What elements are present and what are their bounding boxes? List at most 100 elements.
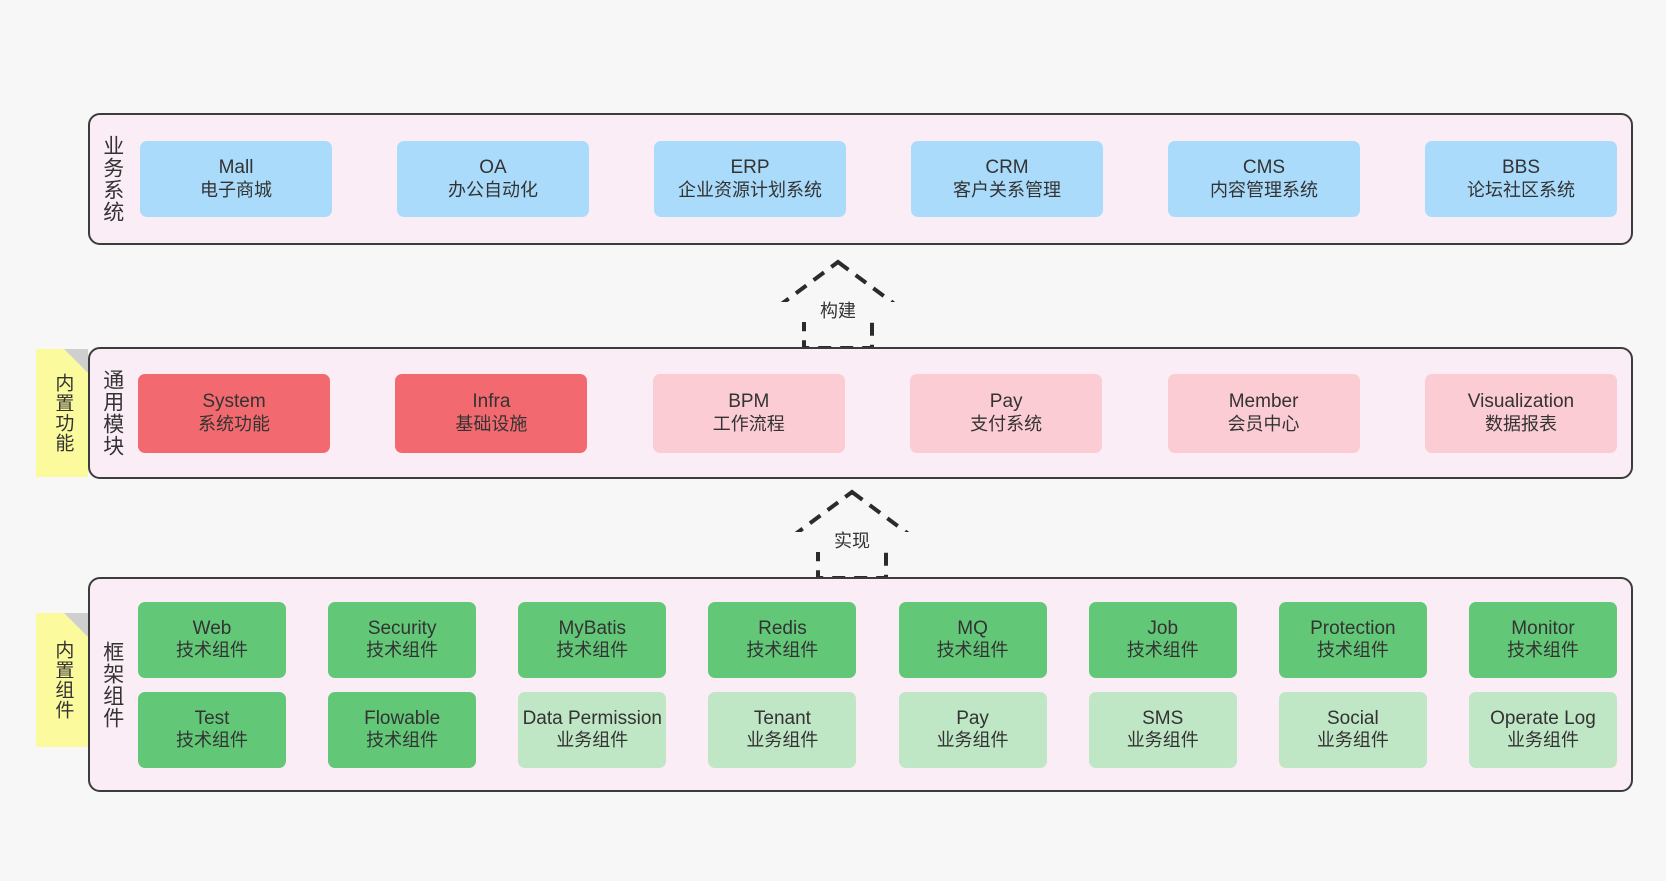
note-text: 内置组件 bbox=[52, 640, 74, 720]
card-redis[interactable]: Redis 技术组件 bbox=[708, 601, 857, 678]
card-web[interactable]: Web 技术组件 bbox=[138, 601, 286, 678]
card-subtitle: 客户关系管理 bbox=[953, 179, 1061, 200]
card-monitor[interactable]: Monitor 技术组件 bbox=[1468, 601, 1617, 678]
arrow-implement-up-icon: 实现 bbox=[778, 488, 926, 580]
card-title: CMS bbox=[1242, 157, 1286, 179]
note-fold-corner-icon bbox=[64, 613, 88, 637]
card-test[interactable]: Test 技术组件 bbox=[138, 691, 286, 768]
card-subtitle: 数据报表 bbox=[1484, 413, 1557, 434]
card-title: Flowable bbox=[364, 707, 441, 729]
card-title: Tenant bbox=[753, 707, 811, 729]
card-subtitle: 技术组件 bbox=[746, 640, 819, 661]
arrow-build-up-icon: 构建 bbox=[764, 258, 912, 350]
card-title: Social bbox=[1326, 707, 1379, 729]
card-subtitle: 业务组件 bbox=[1506, 730, 1579, 751]
card-infra[interactable]: Infra 基础设施 bbox=[395, 373, 588, 453]
card-erp[interactable]: ERP 企业资源计划系统 bbox=[654, 141, 846, 217]
card-title: Infra bbox=[472, 391, 511, 413]
layer-body-framework: Web 技术组件 Security 技术组件 MyBatis 技术组件 Redi… bbox=[134, 579, 1631, 790]
card-visualization[interactable]: Visualization 数据报表 bbox=[1424, 373, 1617, 453]
arrow-build-label: 构建 bbox=[764, 301, 912, 322]
card-social[interactable]: Social 业务组件 bbox=[1278, 691, 1427, 768]
card-subtitle: 论坛社区系统 bbox=[1467, 179, 1575, 200]
card-title: Mall bbox=[218, 157, 254, 179]
card-subtitle: 业务组件 bbox=[936, 730, 1009, 751]
card-subtitle: 会员中心 bbox=[1227, 413, 1300, 434]
card-title: Security bbox=[367, 617, 437, 639]
card-mybatis[interactable]: MyBatis 技术组件 bbox=[518, 601, 667, 678]
card-subtitle: 电子商城 bbox=[200, 179, 272, 200]
card-subtitle: 内容管理系统 bbox=[1210, 179, 1318, 200]
layer-body-modules: System 系统功能 Infra 基础设施 BPM 工作流程 Pay 支付系统… bbox=[134, 349, 1631, 477]
card-data-permission[interactable]: Data Permission 业务组件 bbox=[518, 691, 667, 768]
card-title: SMS bbox=[1142, 707, 1184, 729]
card-row: Mall 电子商城 OA 办公自动化 ERP 企业资源计划系统 CRM 客户关系… bbox=[140, 141, 1617, 217]
card-title: ERP bbox=[730, 157, 770, 179]
card-title: Visualization bbox=[1467, 391, 1575, 413]
card-title: CRM bbox=[985, 157, 1029, 179]
card-bbs[interactable]: BBS 论坛社区系统 bbox=[1425, 141, 1617, 217]
card-title: Data Permission bbox=[522, 707, 662, 729]
card-title: Redis bbox=[758, 617, 807, 639]
card-mq[interactable]: MQ 技术组件 bbox=[898, 601, 1047, 678]
note-builtin-features: 内置功能 bbox=[36, 349, 88, 477]
arrow-implement-label: 实现 bbox=[778, 531, 926, 552]
card-subtitle: 技术组件 bbox=[556, 640, 629, 661]
layer-label-framework: 框架组件 bbox=[100, 640, 124, 729]
card-row: System 系统功能 Infra 基础设施 BPM 工作流程 Pay 支付系统… bbox=[138, 373, 1617, 453]
card-pay-business[interactable]: Pay 业务组件 bbox=[898, 691, 1047, 768]
layer-framework-components: 框架组件 Web 技术组件 Security 技术组件 MyBatis 技术组件… bbox=[88, 577, 1633, 792]
card-subtitle: 技术组件 bbox=[936, 640, 1009, 661]
note-builtin-components: 内置组件 bbox=[36, 613, 88, 747]
card-title: MyBatis bbox=[558, 617, 627, 639]
card-title: Web bbox=[192, 617, 232, 639]
card-flowable[interactable]: Flowable 技术组件 bbox=[328, 691, 477, 768]
card-subtitle: 支付系统 bbox=[970, 413, 1043, 434]
card-tenant[interactable]: Tenant 业务组件 bbox=[708, 691, 857, 768]
card-system[interactable]: System 系统功能 bbox=[138, 373, 330, 453]
card-oa[interactable]: OA 办公自动化 bbox=[397, 141, 589, 217]
card-title: Test bbox=[194, 707, 230, 729]
card-subtitle: 业务组件 bbox=[1126, 730, 1199, 751]
card-member[interactable]: Member 会员中心 bbox=[1167, 373, 1360, 453]
card-sms[interactable]: SMS 业务组件 bbox=[1088, 691, 1237, 768]
card-subtitle: 技术组件 bbox=[1316, 640, 1389, 661]
layer-label-modules: 通用模块 bbox=[100, 369, 124, 457]
card-subtitle: 技术组件 bbox=[1506, 640, 1579, 661]
layer-label-business: 业务系统 bbox=[100, 135, 124, 223]
card-title: Operate Log bbox=[1490, 707, 1596, 729]
card-subtitle: 系统功能 bbox=[198, 413, 270, 434]
card-mall[interactable]: Mall 电子商城 bbox=[140, 141, 332, 217]
card-operate-log[interactable]: Operate Log 业务组件 bbox=[1468, 691, 1617, 768]
card-protection[interactable]: Protection 技术组件 bbox=[1278, 601, 1427, 678]
card-title: Pay bbox=[956, 707, 989, 729]
card-subtitle: 业务组件 bbox=[1316, 730, 1389, 751]
card-row: Test 技术组件 Flowable 技术组件 Data Permission … bbox=[138, 691, 1617, 768]
card-title: OA bbox=[479, 157, 507, 179]
card-bpm[interactable]: BPM 工作流程 bbox=[652, 373, 845, 453]
card-subtitle: 技术组件 bbox=[1126, 640, 1199, 661]
card-subtitle: 技术组件 bbox=[366, 730, 439, 751]
card-cms[interactable]: CMS 内容管理系统 bbox=[1168, 141, 1360, 217]
card-job[interactable]: Job 技术组件 bbox=[1088, 601, 1237, 678]
card-title: Job bbox=[1147, 617, 1179, 639]
card-subtitle: 技术组件 bbox=[176, 640, 248, 661]
card-title: Monitor bbox=[1511, 617, 1575, 639]
card-title: System bbox=[202, 391, 266, 413]
card-title: Protection bbox=[1310, 617, 1396, 639]
card-subtitle: 技术组件 bbox=[366, 640, 439, 661]
layer-body-business: Mall 电子商城 OA 办公自动化 ERP 企业资源计划系统 CRM 客户关系… bbox=[134, 115, 1631, 243]
card-pay[interactable]: Pay 支付系统 bbox=[910, 373, 1103, 453]
card-title: Member bbox=[1228, 391, 1299, 413]
card-subtitle: 技术组件 bbox=[176, 730, 248, 751]
layer-business-systems: 业务系统 Mall 电子商城 OA 办公自动化 ERP 企业资源计划系统 CRM… bbox=[88, 113, 1633, 245]
card-row: Web 技术组件 Security 技术组件 MyBatis 技术组件 Redi… bbox=[138, 601, 1617, 678]
card-security[interactable]: Security 技术组件 bbox=[328, 601, 477, 678]
layer-common-modules: 通用模块 System 系统功能 Infra 基础设施 BPM 工作流程 Pay… bbox=[88, 347, 1633, 479]
card-title: BBS bbox=[1501, 157, 1541, 179]
card-subtitle: 业务组件 bbox=[746, 730, 819, 751]
card-crm[interactable]: CRM 客户关系管理 bbox=[911, 141, 1103, 217]
card-subtitle: 业务组件 bbox=[556, 730, 629, 751]
note-text: 内置功能 bbox=[52, 373, 74, 453]
